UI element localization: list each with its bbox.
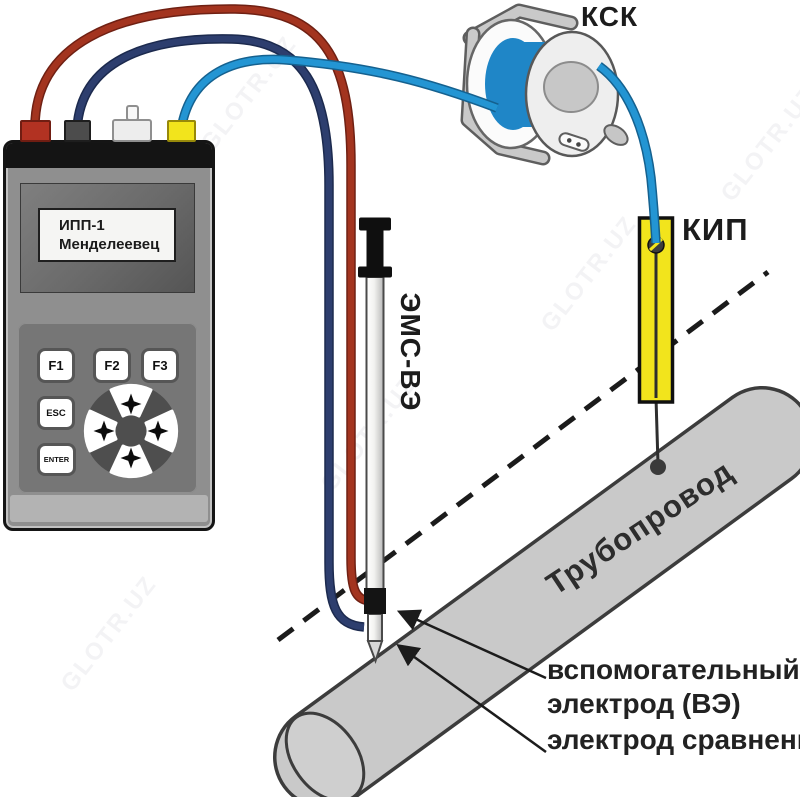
bnc-connector-knob [126, 105, 139, 121]
bnc-connector [112, 119, 152, 142]
keypad-panel: F1 F2 F3 ESC ENTER [18, 323, 197, 493]
kip-label: КИП [682, 212, 749, 247]
screen-line1: ИПП-1 [59, 217, 105, 234]
dpad-left-arrow-icon [93, 420, 115, 442]
f2-button: F2 [93, 348, 131, 383]
dpad-up-arrow-icon [120, 393, 142, 415]
ipp1-device: ИПП-1 Менделеевец F1 F2 F3 ESC ENTER [3, 140, 215, 531]
dpad-down-arrow-icon [120, 447, 142, 469]
blue-reel-cable [176, 54, 499, 131]
aux-electrode-arrow [396, 609, 547, 680]
kip-test-post [637, 216, 675, 475]
ems-ve-electrode [358, 217, 392, 665]
device-screen: ИПП-1 Менделеевец [38, 208, 176, 262]
red-test-lead [30, 4, 371, 606]
gray-terminal [64, 120, 91, 142]
enter-button: ENTER [37, 443, 76, 476]
f1-button: F1 [37, 348, 75, 383]
reel-hub [543, 61, 599, 113]
dpad-right-arrow-icon [147, 420, 169, 442]
dpad [83, 383, 179, 479]
kip-to-pipe-wire [654, 397, 660, 465]
f3-button: F3 [141, 348, 179, 383]
reel-label: КСК [581, 1, 639, 32]
ground-level-dashed-line [276, 270, 770, 642]
reel-front-flange [524, 30, 629, 158]
annotation-arrows [396, 609, 547, 754]
reel-cable-guide [603, 124, 629, 146]
aux-electrode-label: вспомогательный электрод (ВЭ) [547, 654, 800, 719]
display-bezel: ИПП-1 Менделеевец [20, 183, 195, 293]
blue-cable-to-kip [596, 62, 661, 244]
pipeline-body [276, 389, 800, 797]
reel-handle [465, 6, 576, 43]
electrode-handle [358, 217, 392, 278]
pipe-connection-dot [650, 459, 666, 475]
pipeline [273, 386, 800, 797]
ref-electrode-arrow [396, 644, 547, 754]
device-footer [10, 495, 208, 522]
auxiliary-electrode-band [364, 588, 386, 614]
electrode-shaft [365, 276, 385, 590]
electrode-tip [366, 640, 384, 665]
ref-electrode-label: электрод сравнения [547, 724, 800, 755]
electrode-label: ЭМС-ВЭ [395, 292, 426, 412]
esc-button: ESC [37, 396, 75, 430]
device-top-panel [6, 143, 212, 168]
red-terminal [20, 120, 51, 142]
reel-clip [558, 132, 590, 152]
screen-line2: Менделеевец [59, 236, 160, 253]
yellow-terminal [167, 120, 196, 142]
